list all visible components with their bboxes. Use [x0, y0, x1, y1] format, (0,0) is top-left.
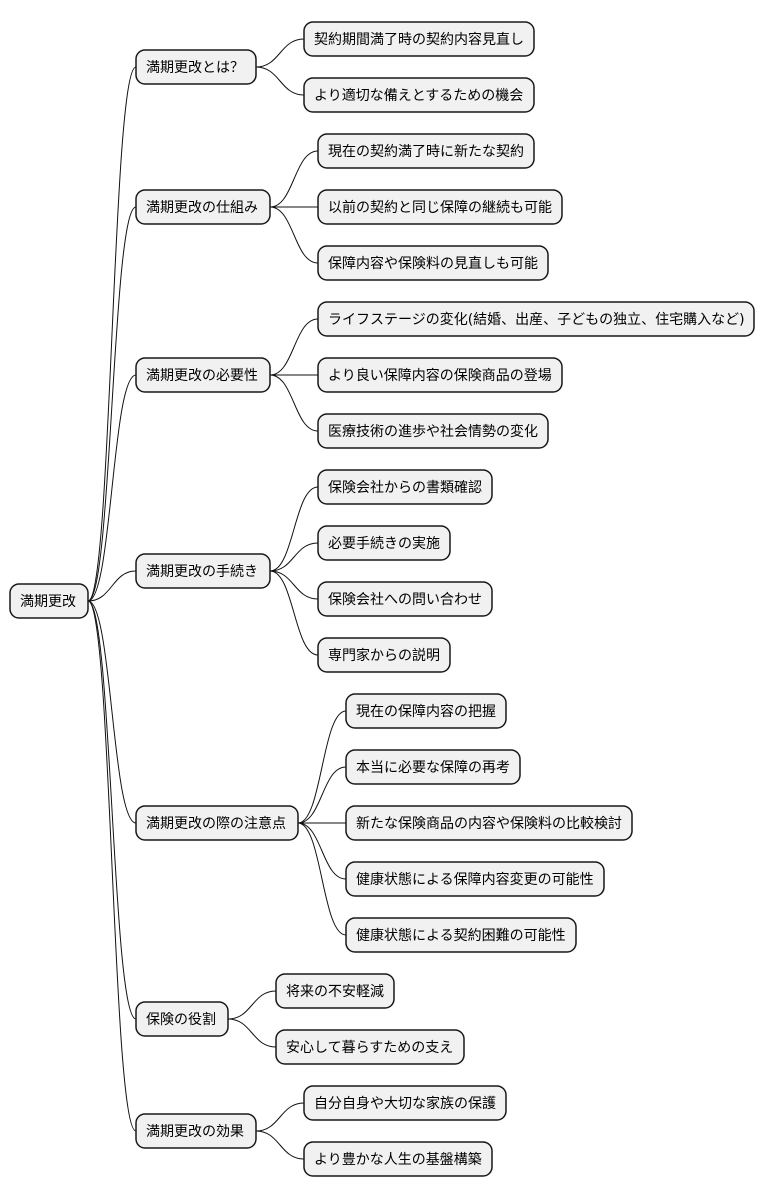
leaf-node: 本当に必要な保障の再考 [345, 749, 521, 785]
connector-line [87, 600, 137, 1132]
leaf-label: 自分自身や大切な家族の保護 [314, 1095, 496, 1112]
leaf-label: 医療技術の進歩や社会情勢の変化 [328, 423, 538, 440]
leaf-node: 契約期間満了時の契約内容見直し [303, 21, 535, 57]
leaf-label: ライフステージの変化(結婚、出産、子どもの独立、住宅購入など) [328, 311, 745, 328]
leaf-node: 現在の契約満了時に新たな契約 [317, 133, 535, 169]
branch-label: 満期更改の仕組み [146, 200, 258, 216]
leaf-node: 現在の保障内容の把握 [345, 693, 507, 729]
connector-line [297, 710, 347, 824]
leaf-node: より良い保障内容の保険商品の登場 [317, 357, 563, 393]
connector-line [255, 1130, 305, 1160]
leaf-node: 医療技術の進歩や社会情勢の変化 [317, 413, 549, 449]
branch-label: 保険の役割 [146, 1011, 216, 1028]
connector-line [269, 150, 319, 208]
branch-node: 満期更改の必要性 [135, 357, 271, 393]
branch-label: 満期更改の必要性 [146, 368, 258, 384]
branch-node: 満期更改の仕組み [135, 189, 271, 225]
leaf-label: 安心して暮らすための支え [286, 1040, 453, 1056]
branch-node: 満期更改とは？ [135, 49, 257, 85]
branch-label: 満期更改の際の注意点 [146, 815, 286, 832]
leaf-label: より良い保障内容の保険商品の登場 [328, 367, 552, 384]
leaf-node: 将来の不安軽減 [275, 973, 395, 1009]
connector-line [269, 570, 319, 656]
leaf-node: 自分自身や大切な家族の保護 [303, 1085, 507, 1121]
connector-line [87, 206, 137, 602]
leaf-label: 保障内容や保険料の見直しも可能 [328, 255, 538, 272]
leaf-label: より豊かな人生の基盤構築 [314, 1151, 482, 1168]
connector-line [297, 766, 347, 824]
connector-line [297, 822, 347, 936]
connector-line [87, 600, 137, 1020]
connector-line [227, 1018, 277, 1048]
leaf-label: 契約期間満了時の契約内容見直し [314, 31, 524, 48]
leaf-label: 現在の契約満了時に新たな契約 [328, 144, 524, 160]
branch-node: 満期更改の効果 [135, 1113, 257, 1149]
leaf-label: 将来の不安軽減 [286, 983, 384, 1000]
root-label: 満期更改 [20, 594, 76, 610]
connector-line [87, 374, 137, 602]
root-node: 満期更改 [9, 583, 89, 619]
connector-line [255, 38, 305, 68]
leaf-node: 保障内容や保険料の見直しも可能 [317, 245, 549, 281]
connector-line [269, 206, 319, 264]
connector-line [255, 1102, 305, 1132]
leaf-node: 必要手続きの実施 [317, 525, 451, 561]
leaf-node: より豊かな人生の基盤構築 [303, 1141, 493, 1177]
leaf-label: 保険会社からの書類確認 [328, 480, 482, 496]
connector-line [255, 66, 305, 96]
connector-line [297, 822, 347, 880]
leaf-node: 保険会社からの書類確認 [317, 469, 493, 505]
leaf-label: 保険会社への問い合わせ [328, 592, 482, 608]
leaf-label: 専門家からの説明 [328, 647, 440, 664]
leaf-node: 安心して暮らすための支え [275, 1029, 465, 1065]
leaf-label: 必要手続きの実施 [328, 535, 440, 552]
connector-line [87, 600, 137, 824]
connector-lines [87, 38, 347, 1160]
connector-line [87, 570, 137, 602]
leaf-label: 新たな保険商品の内容や保険料の比較検討 [356, 815, 622, 832]
leaf-label: 現在の保障内容の把握 [356, 703, 496, 720]
leaf-label: 以前の契約と同じ保障の継続も可能 [328, 199, 552, 216]
branch-node: 満期更改の際の注意点 [135, 805, 299, 841]
leaf-node: 以前の契約と同じ保障の継続も可能 [317, 189, 563, 225]
leaf-label: 健康状態による保障内容変更の可能性 [356, 871, 594, 888]
leaf-label: 健康状態による契約困難の可能性 [356, 927, 566, 944]
connector-line [269, 374, 319, 432]
branch-label: 満期更改の手続き [146, 563, 258, 580]
branch-node: 保険の役割 [135, 1001, 229, 1037]
leaf-node: 新たな保険商品の内容や保険料の比較検討 [345, 805, 633, 841]
connector-line [269, 570, 319, 600]
leaf-label: 本当に必要な保障の再考 [356, 760, 510, 776]
leaf-node: 健康状態による保障内容変更の可能性 [345, 861, 605, 897]
leaf-node: ライフステージの変化(結婚、出産、子どもの独立、住宅購入など) [317, 301, 755, 337]
leaf-node: 専門家からの説明 [317, 637, 451, 673]
leaf-node: より適切な備えとするための機会 [303, 77, 535, 113]
connector-line [87, 66, 137, 602]
connector-line [227, 990, 277, 1020]
connector-line [269, 486, 319, 572]
branch-label: 満期更改とは？ [146, 60, 244, 76]
leaf-label: より適切な備えとするための機会 [314, 87, 523, 104]
leaf-node: 健康状態による契約困難の可能性 [345, 917, 577, 953]
branch-node: 満期更改の手続き [135, 553, 271, 589]
leaf-node: 保険会社への問い合わせ [317, 581, 493, 617]
branch-label: 満期更改の効果 [146, 1124, 244, 1140]
connector-line [269, 542, 319, 572]
connector-line [269, 318, 319, 376]
